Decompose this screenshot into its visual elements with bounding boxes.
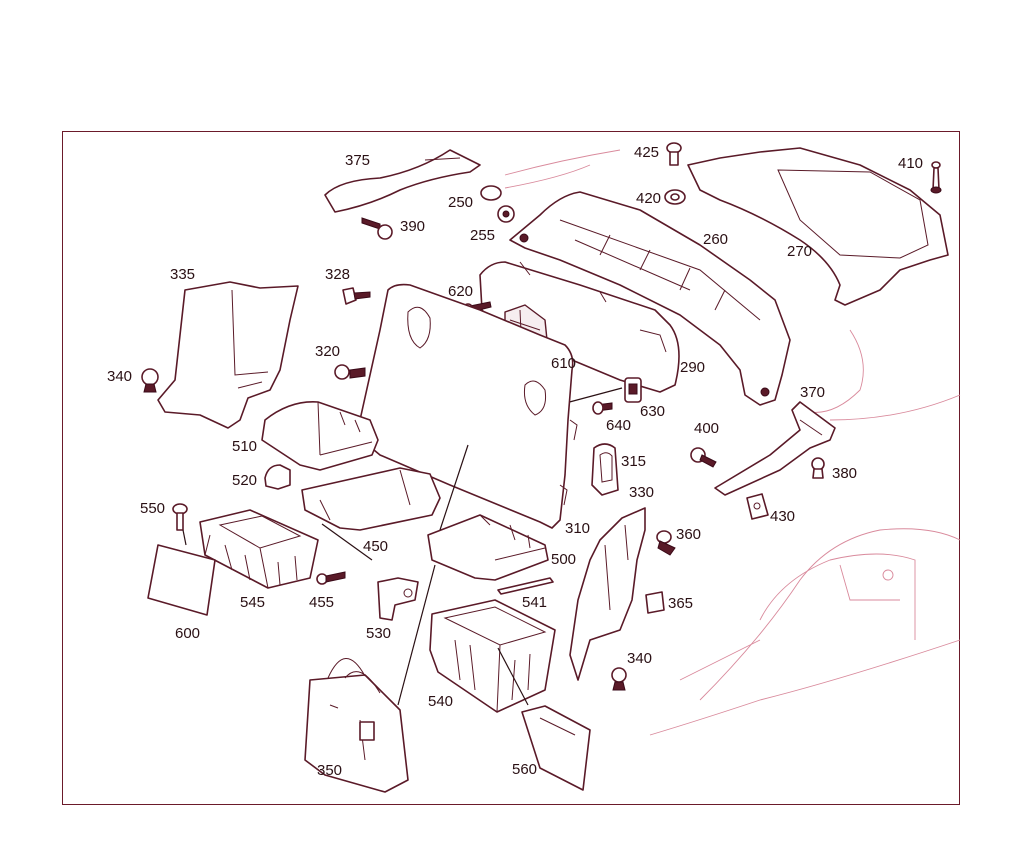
part-310-backrest	[359, 283, 578, 529]
part-255-clip	[497, 205, 515, 223]
part-380-clip	[811, 457, 825, 479]
part-260-cross-panel	[509, 191, 791, 406]
part-430-nut	[746, 493, 769, 520]
label-375: 375	[345, 152, 370, 169]
label-390: 390	[400, 218, 425, 235]
part-390-screw	[361, 217, 393, 240]
label-328: 328	[325, 266, 350, 283]
label-600: 600	[175, 625, 200, 642]
label-315: 315	[621, 453, 646, 470]
part-320-clip	[334, 364, 366, 380]
part-410-pin	[930, 161, 942, 194]
part-340-clip-right	[611, 667, 627, 691]
part-330-side-trim	[569, 507, 646, 681]
vehicle-ghost-outline	[504, 149, 961, 736]
label-330: 330	[629, 484, 654, 501]
part-450-cushion	[301, 467, 441, 531]
label-500: 500	[551, 551, 576, 568]
label-520: 520	[232, 472, 257, 489]
label-340-right: 340	[627, 650, 652, 667]
label-620: 620	[448, 283, 473, 300]
label-640: 640	[606, 417, 631, 434]
part-600-plate	[147, 544, 216, 616]
part-560-flap	[521, 705, 591, 791]
label-340-left: 340	[107, 368, 132, 385]
label-541: 541	[522, 594, 547, 611]
label-350: 350	[317, 762, 342, 779]
part-540-storage-box	[429, 599, 556, 713]
part-520-cap	[264, 464, 291, 490]
label-270: 270	[787, 243, 812, 260]
leader-lines	[182, 444, 469, 706]
part-425-bolt	[666, 142, 682, 166]
part-270-shelf	[687, 147, 949, 306]
label-370: 370	[800, 384, 825, 401]
part-541-strip	[497, 577, 554, 595]
part-630-latch	[624, 377, 642, 403]
part-510-tray	[261, 401, 379, 471]
part-365-clip	[645, 591, 665, 614]
label-450: 450	[363, 538, 388, 555]
part-number-labels: 375 425 410 420 250 390 255 260 270 335 …	[107, 144, 923, 779]
label-410: 410	[898, 155, 923, 172]
label-630: 630	[640, 403, 665, 420]
label-550: 550	[140, 500, 165, 517]
label-510: 510	[232, 438, 257, 455]
label-420: 420	[636, 190, 661, 207]
label-335: 335	[170, 266, 195, 283]
label-455: 455	[309, 594, 334, 611]
part-350-bag	[304, 658, 409, 793]
label-310: 310	[565, 520, 590, 537]
part-530-bracket	[377, 577, 419, 621]
label-530: 530	[366, 625, 391, 642]
part-420-washer	[664, 189, 686, 205]
part-455-screw	[316, 571, 346, 585]
part-500-tray	[427, 514, 549, 581]
part-370-right-trim	[714, 401, 836, 496]
label-610: 610	[551, 355, 576, 372]
diagram-frame	[62, 131, 960, 805]
part-375-trim	[324, 149, 481, 213]
part-335-side-trim	[157, 281, 299, 429]
part-315-cover	[591, 443, 619, 496]
label-260: 260	[703, 231, 728, 248]
label-255: 255	[470, 227, 495, 244]
label-540: 540	[428, 693, 453, 710]
part-400-screw	[690, 447, 717, 468]
cable-line-2	[497, 647, 529, 706]
label-290: 290	[680, 359, 705, 376]
label-320: 320	[315, 343, 340, 360]
label-400: 400	[694, 420, 719, 437]
part-360-screw	[656, 530, 676, 556]
part-545-storage-box	[199, 509, 319, 589]
label-430: 430	[770, 508, 795, 525]
label-560: 560	[512, 761, 537, 778]
label-365: 365	[668, 595, 693, 612]
part-328-screw	[342, 287, 371, 305]
label-545: 545	[240, 594, 265, 611]
part-340-clip-left	[141, 368, 159, 393]
label-380: 380	[832, 465, 857, 482]
part-250-cap	[480, 185, 502, 201]
part-290-panel	[479, 261, 680, 393]
label-250: 250	[448, 194, 473, 211]
part-640-screw	[592, 401, 613, 415]
part-550-bolt	[172, 503, 188, 531]
label-360: 360	[676, 526, 701, 543]
label-425: 425	[634, 144, 659, 161]
